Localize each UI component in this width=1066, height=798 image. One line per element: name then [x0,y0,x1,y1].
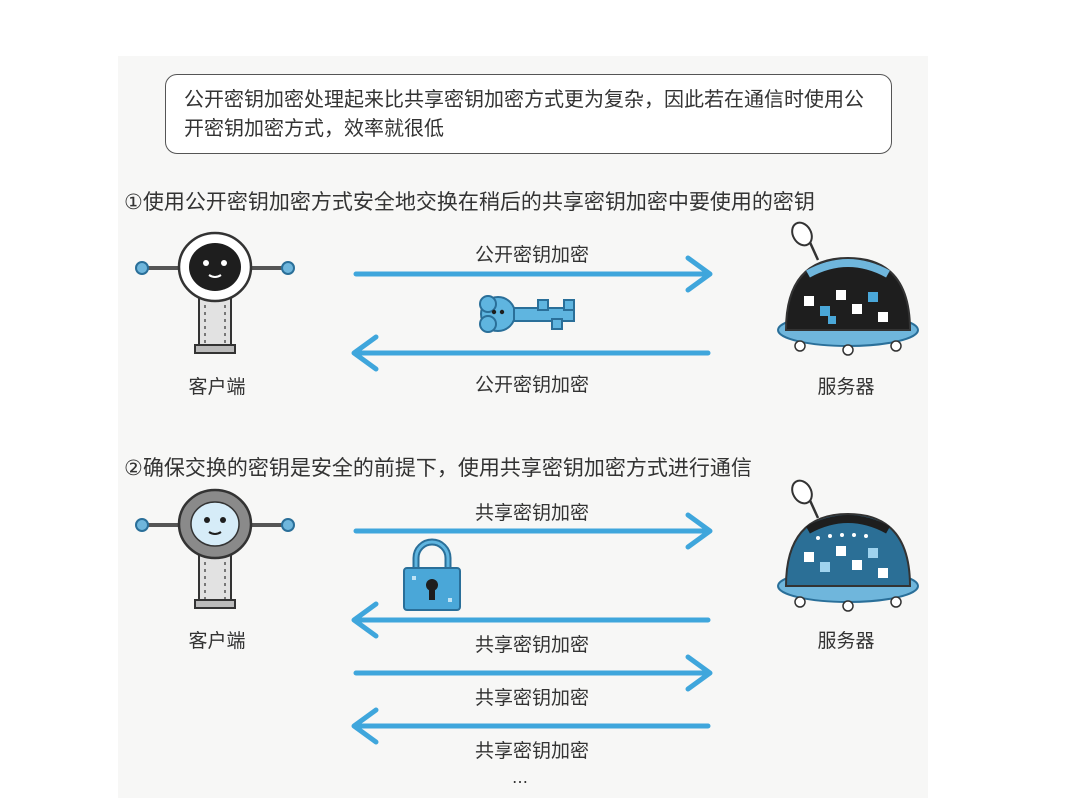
step1-arrow-top-label: 公开密钥加密 [474,244,590,266]
server-robot-icon [777,221,919,356]
note-text: 公开密钥加密处理起来比共享密钥加密方式更为复杂，因此若在通信时使用公开密钥加密方… [184,87,864,140]
step1-arrow-bottom-label: 公开密钥加密 [474,374,590,396]
step2-arrow-4 [354,710,708,742]
step2-arrow-label-4: 共享密钥加密 [474,740,590,762]
key-icon [479,295,575,333]
padlock-icon [403,538,461,611]
step1-title: ①使用公开密钥加密方式安全地交换在稍后的共享密钥加密中要使用的密钥 [124,190,815,214]
step1-client-label: 客户端 [188,376,246,398]
step2-arrow-label-1: 共享密钥加密 [474,502,590,524]
step2-client-label: 客户端 [188,630,246,652]
step1-server-label: 服务器 [817,376,875,398]
step2-arrow-label-2: 共享密钥加密 [474,634,590,656]
step2-arrow-label-3: 共享密钥加密 [474,687,590,709]
step2-arrow-3 [356,657,710,689]
step2-server-label: 服务器 [817,630,875,652]
server-robot-icon [777,479,919,612]
ellipsis: … [512,768,528,787]
client-robot-icon [135,488,295,609]
note-box: 公开密钥加密处理起来比共享密钥加密方式更为复杂，因此若在通信时使用公开密钥加密方… [165,74,892,154]
step1-arrow-to-server [356,258,710,290]
step2-arrow-1 [356,515,710,547]
step2-title: ②确保交换的密钥是安全的前提下，使用共享密钥加密方式进行通信 [124,456,752,480]
client-robot-icon [135,231,295,354]
step1-arrow-to-client [354,337,708,369]
